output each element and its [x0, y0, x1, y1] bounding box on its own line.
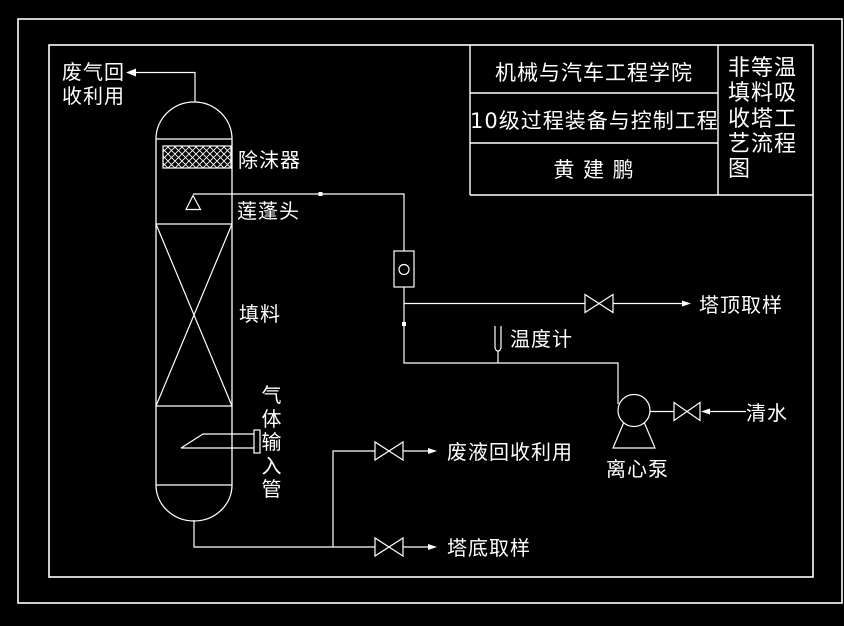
valve-icon	[673, 401, 701, 422]
shower-head-icon	[185, 194, 202, 211]
bottom-outlet-line	[193, 440, 437, 558]
liquid-feed-line	[193, 192, 619, 404]
gas-inlet-symbol	[180, 429, 261, 454]
flow-meter-icon	[393, 250, 415, 288]
title-block-institution: 机械与汽车工程学院	[495, 61, 693, 85]
inner-border	[48, 44, 814, 578]
waste-gas-recovery-label: 废气回收利用	[62, 60, 125, 108]
packing-section	[155, 223, 233, 407]
arrow-left-icon	[126, 68, 136, 77]
bottom-sampling-label: 塔底取样	[447, 536, 531, 560]
shower-head-label: 莲蓬头	[237, 199, 300, 223]
arrow-left-icon	[701, 408, 710, 415]
title-block-drawing-title: 非等温填料吸收塔工艺流程图	[728, 56, 798, 183]
valve-icon	[374, 536, 404, 558]
title-block-program: 10级过程装备与控制工程	[470, 109, 719, 133]
demister-crosshatch-icon	[162, 145, 232, 169]
junction-dot	[402, 322, 406, 326]
clean-water-line	[650, 401, 746, 422]
centrifugal-pump-icon	[612, 393, 656, 449]
packing-label: 填料	[239, 302, 281, 326]
arrow-right-icon	[428, 544, 437, 550]
top-sampling-label: 塔顶取样	[699, 293, 783, 317]
thermometer-label: 温度计	[510, 327, 573, 351]
demister-label: 除沫器	[238, 148, 301, 172]
title-block-grid	[469, 45, 813, 196]
valve-icon	[584, 293, 614, 314]
outer-border	[17, 18, 843, 604]
gas-inlet-pipe-label: 气体输入管	[261, 383, 283, 501]
centrifugal-pump-label: 离心泵	[606, 457, 669, 481]
title-block-author: 黄 建 鹏	[553, 158, 635, 182]
junction-dot	[318, 192, 323, 196]
arrow-right-icon	[682, 300, 691, 307]
waste-gas-line	[126, 68, 196, 102]
waste-liquid-recovery-label: 废液回收利用	[447, 440, 573, 464]
arrow-right-icon	[428, 448, 437, 454]
tower-bottom-dome	[155, 484, 233, 522]
top-sampling-line	[404, 293, 691, 314]
thermometer-icon	[494, 326, 502, 363]
clean-water-label: 清水	[746, 401, 788, 425]
valve-icon	[374, 440, 404, 462]
tower-top-dome	[155, 101, 233, 140]
